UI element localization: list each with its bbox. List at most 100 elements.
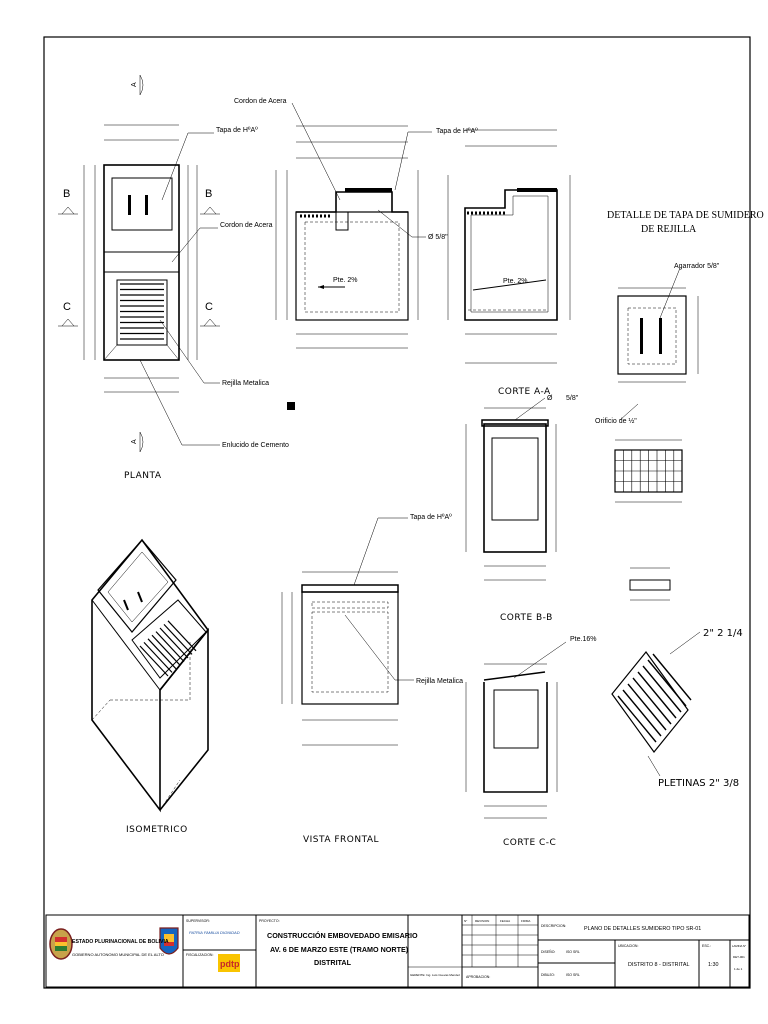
pletinas-view: 2" 2 1/4 PLETINAS 2" 3/8 bbox=[611, 628, 743, 789]
label-pte-center: Pte. 2% bbox=[333, 277, 358, 284]
hatch-line bbox=[139, 645, 169, 677]
corte-cc-view: Pte.16% CORTE C-C bbox=[465, 636, 596, 848]
pletina-bars bbox=[617, 653, 692, 743]
ubicacion-label: UBICACION: bbox=[618, 944, 638, 948]
label-rejilla-planta: Rejilla Metalica bbox=[222, 380, 269, 387]
aprobacion: APROBACION: bbox=[466, 975, 490, 979]
caption-isometrico: ISOMETRICO bbox=[126, 825, 188, 835]
hatch-line bbox=[167, 620, 197, 652]
label-tapa-planta: Tapa de HºAº bbox=[216, 127, 258, 134]
planta-rejilla-frame bbox=[116, 279, 168, 346]
section-b-left-label: B bbox=[63, 188, 70, 200]
label-two-quarter: 2" 2 1/4 bbox=[703, 628, 743, 639]
rejilla-detail-view: Orificio de ½" bbox=[595, 403, 683, 601]
section-c-right-marker bbox=[200, 318, 220, 327]
caption-vista-frontal: VISTA FRONTAL bbox=[303, 835, 379, 845]
corte-aa-view: Pte. 2% CORTE A-A bbox=[447, 129, 571, 397]
caption-detalle-1: DETALLE DE TAPA DE SUMIDERO bbox=[607, 210, 764, 221]
rev-firma: FIRMA bbox=[521, 919, 530, 923]
diseno-label: DISEÑO: bbox=[541, 949, 555, 954]
section-c-left-label: C bbox=[63, 301, 71, 313]
rev-n: N° bbox=[464, 919, 468, 923]
section-b-left-marker bbox=[58, 206, 78, 215]
lamina-label: LAMINA N° bbox=[732, 944, 746, 948]
rejilla-grid bbox=[615, 450, 682, 492]
planta-view: A A B B C C bbox=[58, 74, 289, 481]
fiscalizacion-label: FISCALIZACION: bbox=[186, 953, 213, 957]
label-cordon-planta: Cordon de Acera bbox=[220, 222, 273, 229]
hatch-line bbox=[617, 695, 657, 743]
hatch-line bbox=[163, 623, 193, 655]
org-line-2: GOBIERNO AUTONOMO MUNICIPAL DE EL ALTO bbox=[72, 952, 164, 957]
label-tapa-center: Tapa de HºAº bbox=[436, 128, 478, 135]
lamina-value: DET-001 bbox=[733, 955, 745, 959]
isometric-view: ISOMETRICO bbox=[91, 538, 210, 835]
label-rejilla-frontal: Rejilla Metalica bbox=[416, 678, 463, 685]
label-pte-aa: Pte. 2% bbox=[503, 278, 528, 285]
section-a-top-label: A bbox=[131, 82, 138, 87]
label-pte16: Pte.16% bbox=[570, 636, 596, 643]
section-a-top-marker bbox=[139, 74, 144, 96]
bolivia-coat-of-arms-icon bbox=[49, 928, 73, 960]
caption-corte-cc: CORTE C-C bbox=[503, 838, 556, 848]
supervisor-value: PATRIA FAMILIA DIGNIDAD bbox=[189, 930, 240, 935]
svg-text:pdtp: pdtp bbox=[220, 959, 240, 969]
hatch-line bbox=[632, 677, 672, 725]
ubicacion-value: DISTRITO 8 - DISTRITAL bbox=[628, 962, 690, 968]
detalle-tapa-view: DETALLE DE TAPA DE SUMIDERO DE REJILLA A… bbox=[607, 210, 764, 383]
descripcion-value: PLANO DE DETALLES SUMIDERO TIPO SR-01 bbox=[584, 926, 701, 932]
esc-label: ESC.: bbox=[702, 944, 711, 948]
center-section-view: Pte. 2% Cordon de Acera Tapa de HºAº Ø 5… bbox=[234, 98, 478, 349]
label-cordon-center: Cordon de Acera bbox=[234, 98, 287, 105]
hatch-line bbox=[147, 638, 177, 670]
diseno-value: ISO SRL bbox=[566, 950, 580, 954]
hatch-line bbox=[143, 641, 173, 673]
caption-corte-bb: CORTE B-B bbox=[500, 613, 553, 623]
label-enlucido: Enlucido de Cemento bbox=[222, 442, 289, 449]
vista-frontal-view: Tapa de HºAº Rejilla Metalica VISTA FRON… bbox=[281, 514, 463, 845]
section-b-right-marker bbox=[200, 206, 220, 215]
label-orificio: Orificio de ½" bbox=[595, 417, 637, 425]
supervisor-label: SUPERVISOR: bbox=[186, 919, 210, 923]
isometric-grate bbox=[139, 620, 197, 677]
planta-handle-2 bbox=[145, 195, 148, 215]
hatch-line bbox=[652, 653, 692, 701]
rev-fecha: FECHA bbox=[500, 919, 510, 923]
org-line-1: ESTADO PLURINACIONAL DE BOLIVIA bbox=[72, 939, 169, 945]
label-agarrador: Agarrador 5/8" bbox=[674, 263, 720, 270]
title-block: pdtp ESTADO PLURINACIONAL DE BOLIVIA GOB… bbox=[45, 914, 750, 988]
descripcion-label: DESCRIPCION: bbox=[541, 924, 566, 928]
caption-detalle-2: DE REJILLA bbox=[641, 224, 697, 235]
section-c-left-marker bbox=[58, 318, 78, 327]
sheet-border bbox=[43, 36, 751, 989]
proyecto-label: PROYECTO: bbox=[259, 919, 280, 923]
planta-outline bbox=[103, 164, 180, 361]
label-diam-center: Ø 5/8" bbox=[428, 234, 448, 241]
planta-grate-bars bbox=[120, 283, 164, 340]
center-body bbox=[295, 211, 409, 321]
caption-corte-aa: CORTE A-A bbox=[498, 387, 551, 397]
section-a-bottom-marker bbox=[139, 431, 144, 453]
hatch-line bbox=[647, 659, 687, 707]
hatch-line bbox=[159, 627, 189, 659]
dibujo-label: DIBUJO: bbox=[541, 973, 555, 977]
rev-revision: REVISION bbox=[475, 919, 489, 923]
hatch-line bbox=[622, 689, 662, 737]
hatch-line bbox=[151, 634, 181, 666]
dibujo-value: ISO SRL bbox=[566, 973, 580, 977]
marker-square bbox=[287, 402, 295, 410]
proyecto-line-3: DISTRITAL bbox=[314, 958, 352, 967]
section-a-bottom-label: A bbox=[131, 439, 138, 444]
hatch-line bbox=[637, 671, 677, 719]
hatch-line bbox=[642, 665, 682, 713]
proyecto-line-1: CONSTRUCCIÓN EMBOVEDADO EMISARIO bbox=[267, 931, 418, 940]
planta-tapa bbox=[111, 177, 173, 231]
hatch-line bbox=[155, 631, 185, 663]
label-diam-bb: Ø bbox=[547, 395, 553, 402]
section-b-right-label: B bbox=[205, 188, 212, 200]
pdtp-logo-icon: pdtp bbox=[218, 954, 240, 972]
section-c-right-label: C bbox=[205, 301, 213, 313]
proyecto-line-2: AV. 6 DE MARZO ESTE (TRAMO NORTE) bbox=[270, 945, 409, 954]
el-alto-shield-icon bbox=[159, 927, 179, 955]
